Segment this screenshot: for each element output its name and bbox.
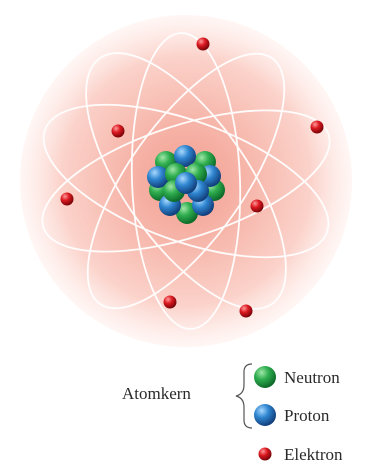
orbit <box>42 103 330 259</box>
electrons <box>60 37 324 318</box>
legend-neutron-icon <box>254 366 276 388</box>
nucleus-label: Atomkern <box>122 384 191 403</box>
electron-sphere <box>310 120 324 134</box>
legend-proton-icon <box>254 404 276 426</box>
electron-sphere <box>250 199 264 213</box>
orbit <box>130 32 242 330</box>
electron-sphere <box>60 192 74 206</box>
orbit <box>41 109 331 253</box>
legend-electron-icon <box>258 447 272 461</box>
proton-sphere <box>174 145 196 167</box>
neutron-label: Neutron <box>284 368 340 387</box>
proton-sphere <box>175 172 197 194</box>
nucleus-bracket <box>235 363 253 429</box>
nucleus <box>147 145 225 224</box>
electron-sphere <box>111 124 125 138</box>
electron-label: Elektron <box>284 445 343 464</box>
electron-sphere <box>163 295 177 309</box>
electron-sphere <box>239 304 253 318</box>
orbits <box>41 32 331 330</box>
orbit <box>86 52 286 310</box>
electron-sphere <box>196 37 210 51</box>
proton-label: Proton <box>284 406 330 425</box>
proton-sphere <box>147 166 169 188</box>
